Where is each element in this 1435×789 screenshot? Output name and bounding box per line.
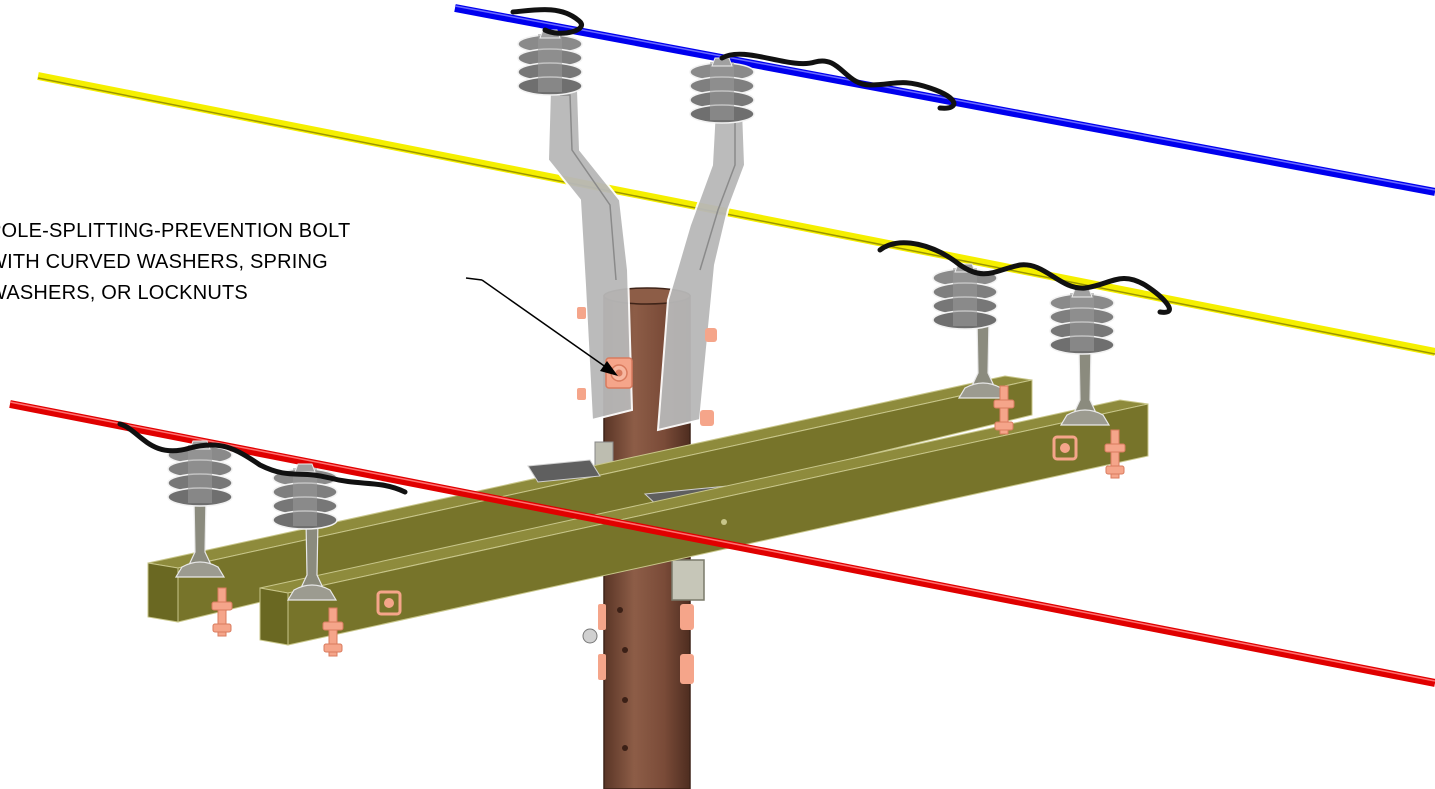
pole-top-bracket-right (656, 109, 747, 432)
pole-hardware (577, 307, 717, 684)
tie-wires (117, 7, 1172, 495)
pole-top-bracket-left (546, 89, 634, 422)
lower-conductor-red (9, 400, 1435, 687)
callout-label: POLE-SPLITTING-PREVENTION BOLT WITH CURV… (0, 216, 350, 309)
crossarm-front (259, 399, 1149, 646)
middle-conductor-yellow (37, 72, 1435, 356)
callout-line-1: POLE-SPLITTING-PREVENTION BOLT (0, 220, 351, 242)
top-conductor-blue (454, 4, 1435, 196)
callout-leader-arrow (465, 277, 618, 376)
callout-line-2: WITH CURVED WASHERS, SPRING (0, 251, 328, 273)
callout-line-3: WASHERS, OR LOCKNUTS (0, 282, 248, 304)
insulator-top-right (689, 57, 755, 124)
insulator-top-left (517, 29, 583, 96)
